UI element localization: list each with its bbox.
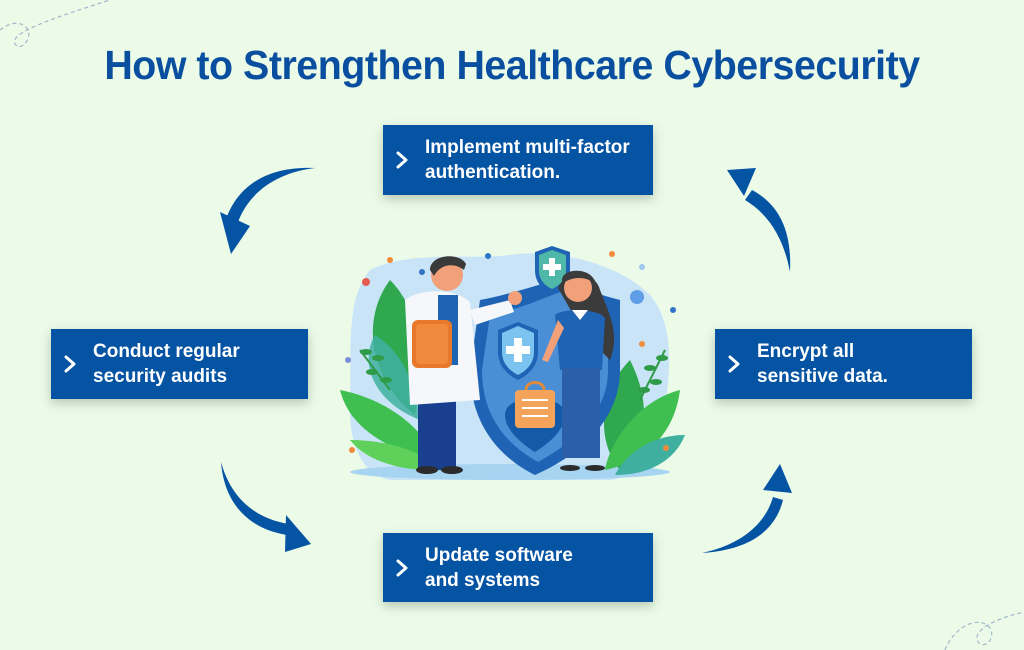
step-text: Update software and systems bbox=[425, 543, 573, 593]
doctor-figure bbox=[405, 256, 522, 474]
step-text-line1: Encrypt all bbox=[757, 341, 855, 362]
step-encrypt-data: Encrypt all sensitive data. bbox=[715, 329, 972, 399]
chevron-right-icon bbox=[728, 355, 740, 373]
page-title: How to Strengthen Healthcare Cybersecuri… bbox=[104, 42, 920, 88]
step-text-line2: authentication. bbox=[425, 162, 561, 183]
chevron-right-icon bbox=[396, 151, 408, 169]
step-text: Implement multi-factor authentication. bbox=[425, 135, 630, 185]
step-text-line2: security audits bbox=[93, 366, 228, 387]
doctor-patient-shield-illustration bbox=[340, 246, 685, 480]
leaf-icon bbox=[605, 390, 680, 470]
step-update-software: Update software and systems bbox=[383, 533, 653, 602]
dashed-curve-decoration-top-left bbox=[0, 0, 111, 48]
step-text: Encrypt all sensitive data. bbox=[757, 339, 888, 389]
step-text-line2: and systems bbox=[425, 569, 541, 591]
step-text-line1: Update software bbox=[425, 544, 573, 566]
chevron-right-icon bbox=[64, 355, 76, 373]
step-text-line1: Implement multi-factor bbox=[425, 137, 630, 158]
leaf-icon bbox=[340, 390, 440, 465]
step-text: Conduct regular security audits bbox=[93, 339, 240, 389]
leaf-icon bbox=[615, 435, 685, 475]
step-implement-mfa: Implement multi-factor authentication. bbox=[383, 125, 653, 195]
patient-figure bbox=[542, 270, 615, 471]
chevron-right-icon bbox=[396, 559, 408, 576]
step-text-line1: Conduct regular bbox=[93, 341, 240, 362]
dashed-curve-decoration-bottom-right bbox=[944, 611, 1024, 650]
step-text-line2: sensitive data. bbox=[757, 366, 888, 387]
step-security-audits: Conduct regular security audits bbox=[51, 329, 308, 399]
